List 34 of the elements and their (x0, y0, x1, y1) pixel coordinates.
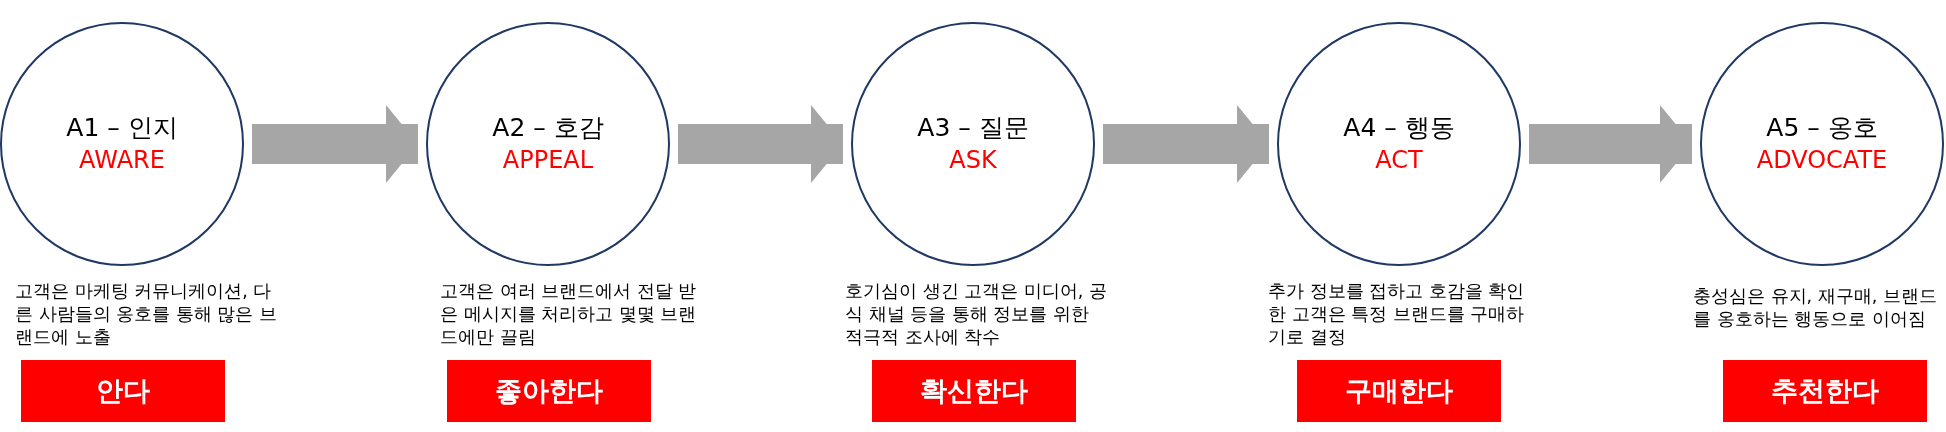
stage-circle (0, 22, 244, 266)
action-label: 좋아한다 (495, 374, 603, 408)
action-label-box (1297, 360, 1501, 422)
stage-circle (851, 22, 1095, 266)
stage-title: A2 – 호감 (492, 112, 604, 145)
action-label: 추천한다 (1771, 374, 1879, 408)
action-label-box (447, 360, 651, 422)
action-label: 안다 (96, 374, 150, 408)
action-label-box (1723, 360, 1927, 422)
stage-description: 고객은 여러 브랜드에서 전달 받은 메시지를 처리하고 몇몇 브랜드에만 끌림 (440, 280, 698, 349)
stage-name: ADVOCATE (1756, 144, 1888, 176)
arrow (1103, 105, 1269, 183)
stage-circle (426, 22, 670, 266)
arrow (1529, 105, 1692, 183)
action-label-box (872, 360, 1076, 422)
stage-description: 추가 정보를 접하고 호감을 확인한 고객은 특정 브랜드를 구매하기로 결정 (1268, 280, 1526, 349)
action-label-box (21, 360, 225, 422)
stage-title: A1 – 인지 (66, 112, 178, 145)
action-label: 구매한다 (1345, 374, 1453, 408)
action-label: 확신한다 (920, 374, 1028, 408)
stage-name: AWARE (79, 144, 165, 176)
arrow (252, 105, 418, 183)
stage-description: 고객은 마케팅 커뮤니케이션, 다른 사람들의 옹호를 통해 많은 브랜드에 노출 (15, 280, 277, 349)
stage-title: A3 – 질문 (917, 112, 1029, 145)
stage-name: ASK (949, 144, 997, 176)
stage-description: 충성심은 유지, 재구매, 브랜드를 옹호하는 행동으로 이어짐 (1693, 285, 1938, 331)
stage-title: A4 – 행동 (1343, 112, 1455, 145)
arrow (678, 105, 843, 183)
stage-circle (1700, 22, 1944, 266)
stage-name: ACT (1375, 144, 1423, 176)
stage-description: 호기심이 생긴 고객은 미디어, 공식 채널 등을 통해 정보를 위한 적극적 조사에 착수 (845, 280, 1107, 349)
stage-name: APPEAL (502, 144, 594, 176)
stage-title: A5 – 옹호 (1766, 112, 1878, 145)
stage-circle (1277, 22, 1521, 266)
